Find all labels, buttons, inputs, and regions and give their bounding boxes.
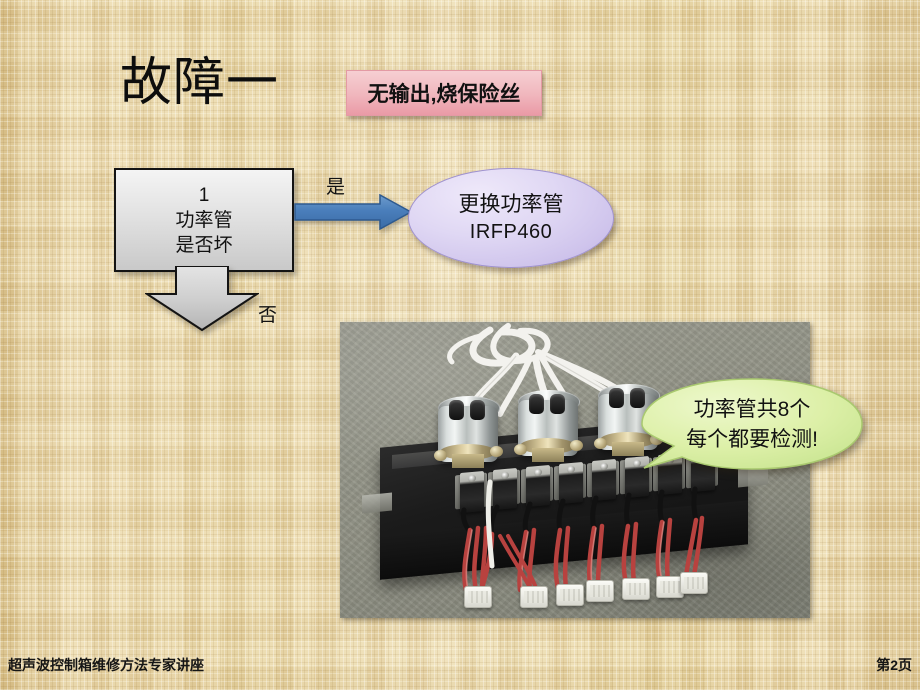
- decision-line-3: 是否坏: [175, 234, 233, 256]
- photo-red-wires: [461, 479, 705, 593]
- action-oval: 更换功率管 IRFP460: [408, 168, 614, 268]
- photo-transducer-plug: [449, 400, 464, 420]
- action-line-2: IRFP460: [469, 221, 553, 243]
- photo-transducer-plug: [529, 394, 544, 414]
- photo-connector: [622, 578, 650, 600]
- photo-connector: [556, 584, 584, 606]
- power-transistor-photo: [340, 322, 810, 618]
- symptom-box: 无输出,烧保险丝: [346, 70, 542, 116]
- branch-label-yes: 是: [326, 177, 346, 198]
- down-arrow-icon: [145, 266, 259, 332]
- action-line-1: 更换功率管: [458, 193, 564, 216]
- photo-transducer-foot: [532, 448, 564, 462]
- photo-mount-bolt: [434, 450, 447, 461]
- photo-connector: [680, 572, 708, 594]
- photo-transducer-plug: [550, 394, 565, 414]
- photo-connector: [656, 576, 684, 598]
- photo-transducer: [434, 388, 503, 468]
- callout-bubble: [641, 378, 863, 470]
- decision-step-number: 1: [198, 184, 210, 206]
- photo-transducer-plug: [609, 388, 624, 408]
- branch-label-no: 否: [258, 305, 278, 326]
- decision-box: 1 功率管 是否坏: [114, 168, 294, 272]
- photo-mount-bolt: [594, 438, 607, 449]
- photo-connector: [464, 586, 492, 608]
- yes-arrow-icon: [294, 194, 412, 230]
- photo-transducer-plug: [470, 400, 485, 420]
- page-number: 第2页: [876, 657, 912, 673]
- photo-transducer: [514, 382, 583, 462]
- photo-transducer-foot: [452, 454, 484, 468]
- footer-text: 超声波控制箱维修方法专家讲座: [8, 657, 204, 673]
- photo-mount-bolt: [514, 444, 527, 455]
- photo-mount-bolt: [650, 434, 663, 445]
- photo-transducer-foot: [612, 442, 644, 456]
- photo-transducer-plug: [630, 388, 645, 408]
- photo-mount-bolt: [570, 440, 583, 451]
- decision-line-2: 功率管: [175, 209, 233, 231]
- photo-mount-bolt: [490, 446, 503, 457]
- photo-connector: [586, 580, 614, 602]
- symptom-label: 无输出,烧保险丝: [367, 83, 521, 106]
- page-title: 故障一: [120, 55, 280, 112]
- photo-connector: [520, 586, 548, 608]
